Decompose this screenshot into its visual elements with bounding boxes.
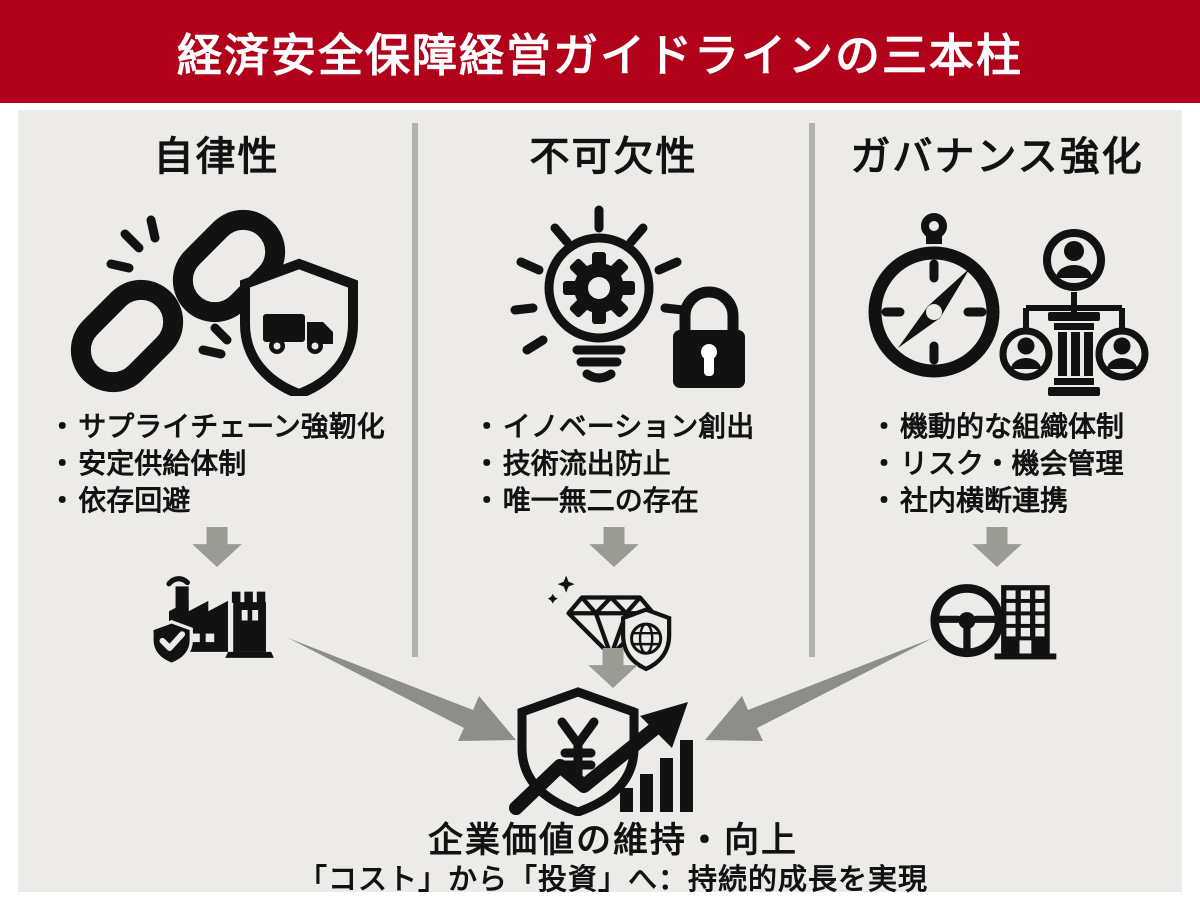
- lightbulb-gear-lock-icon: [469, 205, 759, 396]
- down-arrow-icon: [587, 527, 641, 567]
- steering-wheel-building-icon: [885, 572, 1110, 664]
- pillar-governance: ガバナンス強化: [812, 110, 1182, 670]
- diamond-shield-globe-icon: [499, 572, 729, 672]
- pillar-heading: ガバナンス強化: [850, 135, 1144, 179]
- pillar-heading: 不可欠性: [529, 135, 698, 179]
- column-divider-1: [412, 123, 418, 657]
- outcome-title: 企業価値の維持・向上: [427, 821, 798, 860]
- down-arrow-icon: [970, 527, 1024, 567]
- converging-arrow-right-icon: [705, 638, 933, 741]
- compass-org-chart-icon: [842, 206, 1152, 396]
- fortified-factory-icon: [104, 572, 329, 667]
- content-panel: 自律性: [18, 110, 1182, 896]
- bullet-item: ・唯一無二の存在: [472, 485, 699, 516]
- pillar-columns: 自律性: [18, 110, 1182, 672]
- bullet-item: ・機動的な組織体制: [869, 411, 1125, 442]
- bullet-item: ・依存回避: [48, 485, 191, 516]
- column-divider-2: [809, 123, 815, 657]
- bullet-item: ・リスク・機会管理: [869, 448, 1124, 479]
- bullet-item: ・イノベーション創出: [472, 411, 755, 442]
- pillar-indispensability: 不可欠性: [415, 110, 812, 672]
- outcome-subtitle: 「コスト」から「投資」へ：持続的成長を実現: [297, 864, 928, 896]
- page-title: 経済安全保障経営ガイドラインの三本柱: [176, 30, 1023, 81]
- bullet-item: ・技術流出防止: [472, 448, 671, 479]
- bullet-item: ・安定供給体制: [48, 448, 247, 479]
- broken-chain-shield-truck-icon: [67, 206, 367, 396]
- bullet-list: ・イノベーション創出 ・技術流出防止 ・唯一無二の存在: [473, 408, 754, 519]
- shield-yen-growth-icon: [488, 686, 738, 816]
- pillar-heading: 自律性: [153, 135, 280, 179]
- bullet-item: ・サプライチェーン強靭化: [48, 411, 385, 442]
- pillar-autonomy: 自律性: [18, 110, 415, 670]
- down-arrow-icon: [190, 527, 244, 567]
- bullet-list: ・機動的な組織体制 ・リスク・機会管理 ・社内横断連携: [870, 408, 1124, 519]
- bullet-item: ・社内横断連携: [869, 485, 1069, 516]
- down-arrow-icon: [586, 648, 640, 688]
- header-banner: 経済安全保障経営ガイドラインの三本柱: [0, 0, 1200, 103]
- bullet-list: ・サプライチェーン強靭化 ・安定供給体制 ・依存回避: [48, 408, 385, 519]
- converging-arrow-left-icon: [288, 638, 516, 741]
